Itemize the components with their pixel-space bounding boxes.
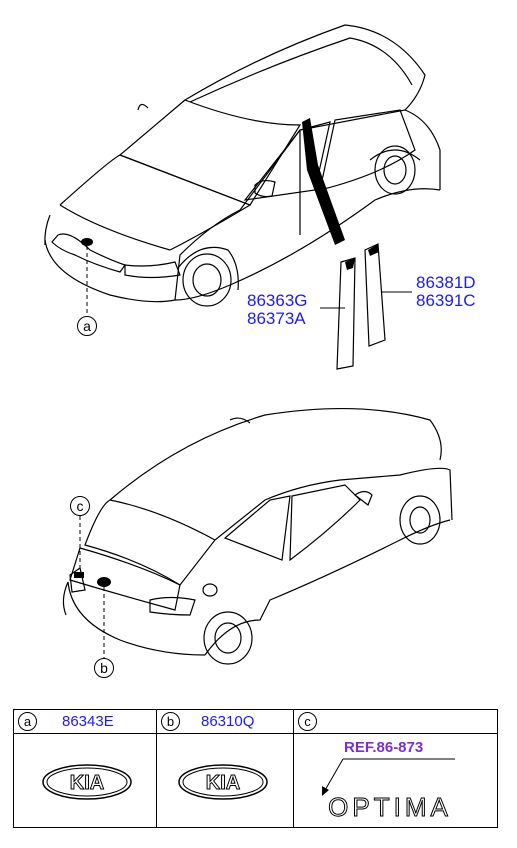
optima-badge-mark (74, 572, 84, 578)
front-emblem-mark (81, 238, 93, 246)
pillar-trim-on-car (302, 118, 345, 245)
table-part-b: 86310Q (201, 713, 255, 730)
label-pillar-rear-1: 86381D (416, 273, 476, 292)
car-front-view (44, 24, 441, 307)
label-pillar-rear-2: 86391C (416, 291, 476, 310)
ref-arrow (323, 758, 344, 793)
rear-emblem-mark (97, 577, 111, 587)
parts-table: a 86343E b 86310Q c REF.86-873 (13, 709, 498, 828)
bubble-b: b (94, 658, 114, 678)
bubble-a: a (77, 316, 97, 336)
table-header-b: b 86310Q (157, 710, 294, 734)
ref-arrow-head (322, 786, 329, 796)
car-rear-view (62, 408, 453, 665)
bubble-c: c (70, 496, 90, 516)
table-letter-c: c (298, 712, 317, 731)
pillar-front-piece (336, 257, 356, 370)
svg-text:KIA: KIA (70, 772, 104, 794)
optima-badge-outline: OPTIMA (328, 792, 452, 822)
kia-emblem-a: KIA (42, 764, 132, 800)
svg-text:KIA: KIA (206, 772, 240, 794)
table-letter-a: a (18, 712, 37, 731)
table-body-b (157, 734, 294, 828)
table-header-c: c (294, 710, 497, 734)
table-part-a: 86343E (62, 713, 114, 730)
ref-label: REF.86-873 (344, 739, 424, 756)
label-pillar-front-1: 86363G (247, 291, 308, 310)
table-header-a: a 86343E (14, 710, 157, 734)
pillar-rear-piece (364, 243, 386, 347)
kia-emblem-b: KIA (178, 764, 268, 800)
table-body-a (14, 734, 157, 828)
label-pillar-front-2: 86373A (247, 309, 306, 328)
table-letter-b: b (161, 712, 180, 731)
